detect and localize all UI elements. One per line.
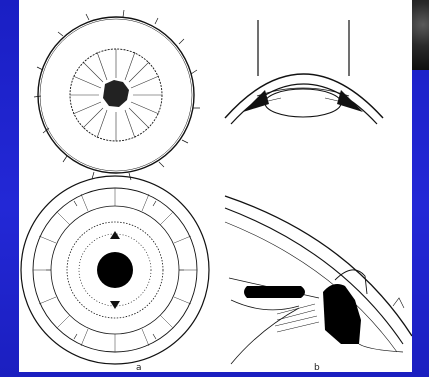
figure-plate: a b bbox=[19, 0, 412, 372]
eye-front-view-top-left bbox=[34, 10, 200, 180]
iris-rosette-bottom-left bbox=[21, 176, 209, 364]
eye-cross-section-top-right bbox=[225, 20, 383, 124]
panel-label-b: b bbox=[314, 363, 320, 372]
panel-label-a: a bbox=[136, 363, 142, 372]
corner-photo-thumbnail bbox=[409, 0, 429, 70]
angle-detail-bottom-right bbox=[225, 196, 412, 364]
